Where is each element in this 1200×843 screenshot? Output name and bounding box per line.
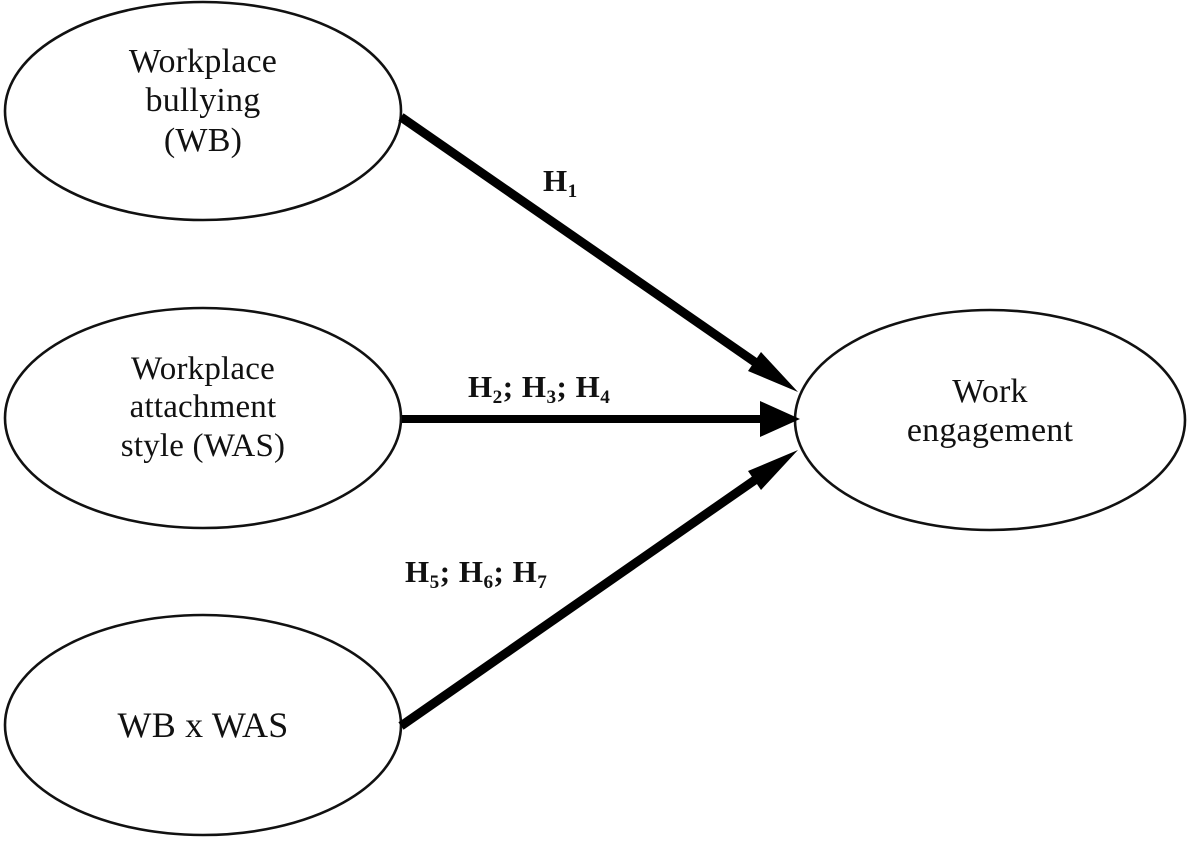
edge-label-sep-3: ; [439, 554, 459, 589]
node-wb-x-was [3, 613, 403, 837]
node-workplace-attachment-style [3, 306, 403, 530]
edge-label-h6-sub: 6 [483, 571, 494, 593]
edge-label-h3-base: H [521, 369, 547, 404]
edge-label-h4-base: H [575, 369, 601, 404]
edge-label-sep-4: ; [493, 554, 513, 589]
edge-label-h6-base: H [458, 554, 484, 589]
edge-label-h1: H1 [543, 163, 578, 202]
edge-label-h5-h6-h7: H5; H6; H7 [405, 554, 548, 593]
edge-label-h7-base: H [512, 554, 538, 589]
edge-label-h2-base: H [468, 369, 493, 404]
edge-h5-h6-h7 [398, 450, 798, 730]
edge-label-h1-base: H [543, 163, 568, 198]
edge-h2-h3-h4-arrowhead [760, 401, 800, 437]
edge-label-h4-sub: 4 [600, 386, 611, 408]
edge-label-h1-sub: 1 [567, 180, 578, 202]
edge-h1-line [398, 113, 778, 380]
edge-label-h7-sub: 7 [537, 571, 548, 593]
edge-h5-h6-h7-arrowhead [748, 450, 798, 490]
edge-label-h2-sub: 2 [492, 386, 503, 408]
edge-label-h5-sub: 5 [429, 571, 440, 593]
edge-label-h3-sub: 3 [546, 386, 557, 408]
edge-h1 [398, 113, 798, 392]
edge-h2-h3-h4 [402, 401, 800, 437]
edge-label-h5-base: H [405, 554, 430, 589]
edge-label-h2-h3-h4: H2; H3; H4 [468, 369, 611, 408]
edge-h5-h6-h7-line [398, 462, 778, 730]
node-workplace-bullying [3, 0, 403, 222]
node-work-engagement [793, 308, 1187, 532]
edge-label-sep-1: ; [502, 369, 522, 404]
edge-label-sep-2: ; [556, 369, 576, 404]
edge-h1-arrowhead [748, 352, 798, 392]
